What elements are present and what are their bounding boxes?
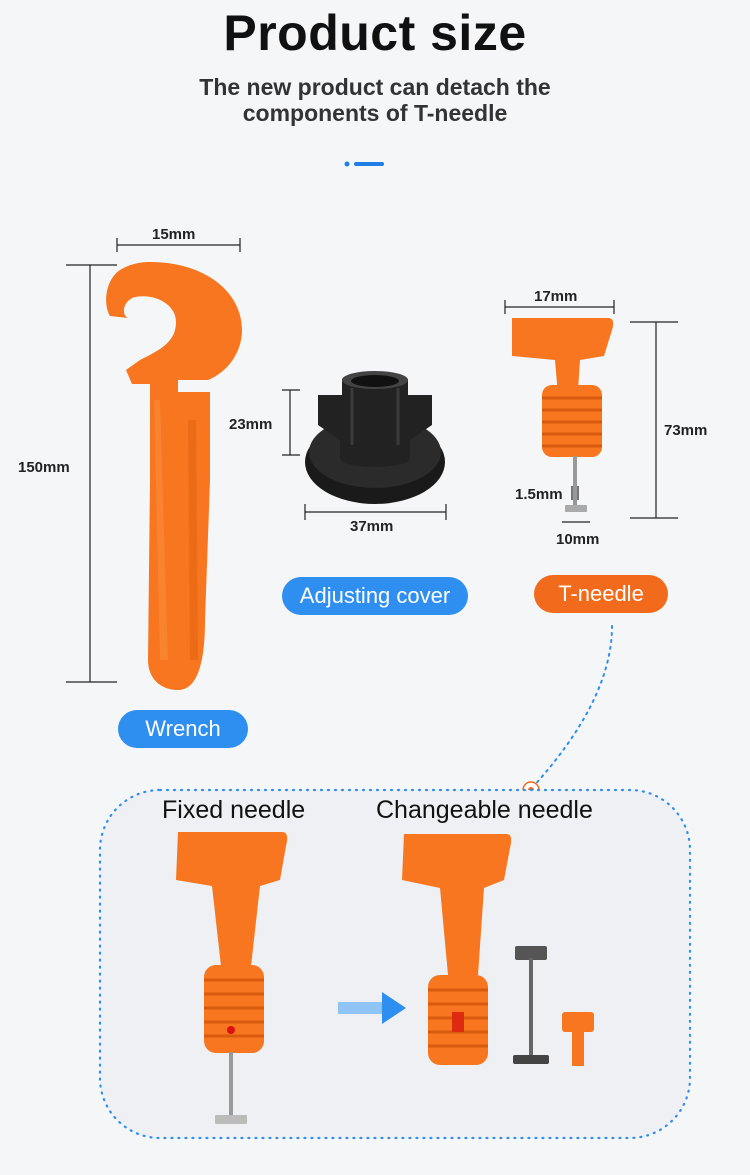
changeable-needle-image: [402, 834, 512, 1065]
cover-dim-lines: [282, 389, 447, 520]
needle-pin-label: 1.5mm: [515, 486, 563, 503]
needle-length-label: 73mm: [664, 422, 708, 439]
t-needle-image: [512, 318, 614, 512]
adjusting-cover-pill: Adjusting cover: [282, 577, 468, 615]
connector-dotted-line: [531, 625, 613, 789]
adjusting-cover-image: [305, 371, 445, 504]
needle-head-label: 17mm: [534, 288, 578, 305]
page-title: Product size: [223, 5, 527, 61]
wrench-dim-lines: [66, 238, 241, 683]
fixed-needle-label: Fixed needle: [162, 796, 306, 824]
detached-mini-t-image: [562, 1012, 594, 1066]
wrench-length-label: 150mm: [18, 459, 70, 476]
changeable-needle-label: Changeable needle: [376, 796, 593, 824]
t-needle-pill: T-needle: [534, 575, 668, 613]
cover-width-label: 37mm: [350, 518, 394, 535]
arrow-icon: [338, 992, 406, 1024]
detached-pin-image: [513, 946, 549, 1064]
wrench-width-label: 15mm: [152, 226, 196, 243]
needle-tip-label: 10mm: [556, 531, 600, 548]
header-accent: [344, 161, 384, 167]
wrench-pill: Wrench: [118, 710, 248, 748]
wrench-image: [106, 262, 242, 690]
cover-height-label: 23mm: [229, 416, 273, 433]
fixed-needle-image: [176, 832, 288, 1124]
page-subtitle: The new product can detach the component…: [199, 74, 551, 126]
needle-dim-lines: [504, 300, 678, 523]
